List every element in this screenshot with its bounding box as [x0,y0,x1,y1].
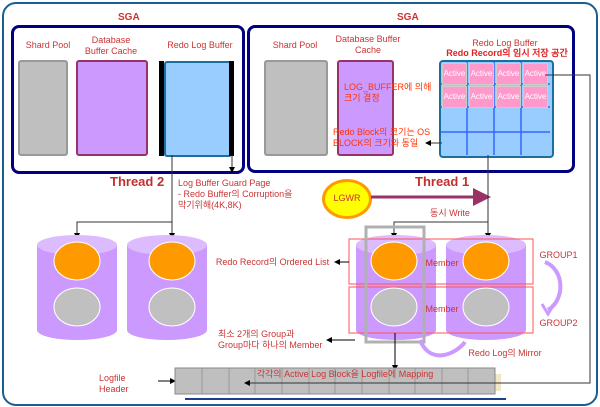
thread1-arrows [391,140,491,239]
redo-block-size-note: Redo Block의 크기는 OS BLOCK의 크기와 동일 [333,127,431,148]
right-shared-pool-label: Shard Pool [272,40,318,50]
active-cell: Active [496,63,521,85]
thread2-label: Thread 2 [110,174,165,189]
left-buffer-cache-box [76,60,148,156]
right-shared-pool-box [264,60,328,156]
member-label-1: Member [425,258,459,268]
left-guard-bar-right [229,61,234,156]
active-cell: Active [442,86,467,108]
left-sga-title: SGA [118,12,140,23]
mirror-arrow [418,339,467,358]
left-buffer-cache-label: Database Buffer Cache [84,35,138,56]
min-groups-note: 최소 2개의 Group과 Group마다 하나의 Member [218,329,323,350]
right-disk-1 [356,235,436,340]
lgwr-label: LGWR [333,193,361,203]
mirror-note: Redo Log의 Mirror [468,348,542,358]
left-guard-bar-left [159,61,164,156]
group1-label: GROUP1 [539,250,578,260]
right-sga-box [247,25,575,173]
right-sga-title: SGA [397,12,419,23]
mapping-note: 각각의 Active Log Block을 Logfile에 Mapping [256,369,434,379]
active-cell: Active [469,63,494,85]
left-shared-pool-label: Shard Pool [25,40,71,50]
left-redo-buffer-label: Redo Log Buffer [167,40,233,50]
active-cell: Active [469,86,494,108]
lgwr-process [322,179,372,219]
simultaneous-write-label: 동시 Write [430,208,470,218]
logfile-header-label: Logfile Header [99,373,129,394]
active-cell: Active [523,63,548,85]
ordered-list-note: Redo Record의 Ordered List [215,257,330,267]
log-buffer-size-note: LOG_BUFFER에 의해 크기 결정 [344,82,432,103]
right-buffer-cache-box [337,60,394,156]
active-cell: Active [442,63,467,85]
active-cell: Active [523,86,548,108]
right-disk-2 [446,235,526,340]
thread2-arrows [74,155,235,239]
thread1-label: Thread 1 [415,174,470,189]
left-disk-1 [37,235,117,340]
left-disk-2 [127,235,207,340]
left-sga-box [11,25,245,174]
active-cell: Active [496,86,521,108]
left-shared-pool-box [18,60,68,156]
right-buffer-cache-label: Database Buffer Cache [335,34,401,55]
right-redo-buffer-desc: Redo Record의 임시 저장 공간 [446,48,568,58]
group2-box [348,286,534,334]
guard-page-note: Log Buffer Guard Page - Redo Buffer의 Cor… [178,178,293,210]
member-label-2: Member [425,304,459,314]
mapping-arrow [244,74,591,386]
right-redo-buffer-label: Redo Log Buffer [472,38,538,48]
group-cycle-arrow [544,260,563,312]
group2-label: GROUP2 [539,318,578,328]
